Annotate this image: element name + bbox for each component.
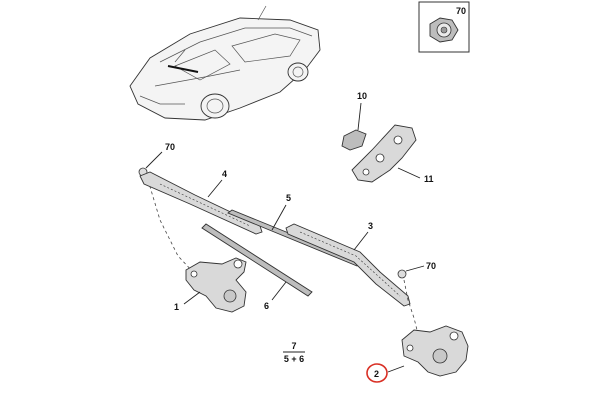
callout-3: 3 [368,221,373,231]
part-11-bracket [351,124,417,183]
right-nut [397,269,407,279]
kit-note-bottom: 5 + 6 [284,354,304,364]
kit-note: 7 5 + 6 [283,341,305,364]
part-3-right-wiper-arm [285,223,411,307]
part-6-wiper-blade [201,223,313,297]
part-2-wiper-motor-right [401,325,469,377]
callout-70-inset: 70 [456,6,466,16]
part-1-wiper-motor-left [185,257,247,313]
callout-70-right: 70 [426,261,436,271]
callout-6: 6 [264,301,269,311]
callout-11: 11 [424,174,434,184]
callout-5: 5 [286,193,291,203]
callout-1: 1 [174,302,179,312]
callout-70-left: 70 [165,142,175,152]
car-illustration [129,5,321,121]
part-10-pad [341,129,367,151]
callout-2-highlight-ring [366,363,388,383]
part-4-left-wiper-arm [139,171,263,235]
inset-nut-box [418,1,470,53]
kit-note-top: 7 [291,341,296,351]
callout-10: 10 [357,91,367,101]
callout-4: 4 [222,169,227,179]
callout-2: 2 [374,369,379,379]
